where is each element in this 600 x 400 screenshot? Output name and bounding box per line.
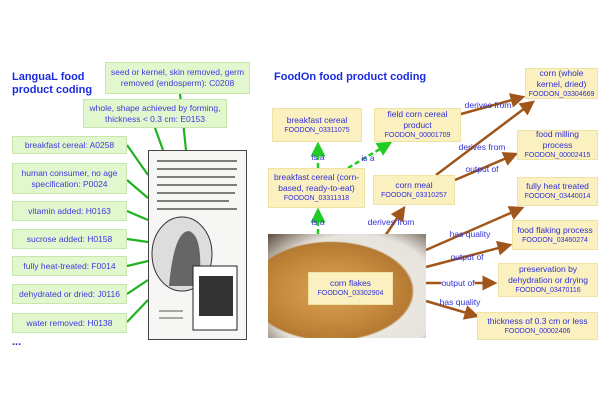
langual-title: LanguaL food product coding (12, 71, 93, 96)
connector-line (126, 259, 149, 268)
derives-from-arrow (383, 205, 406, 237)
edge-label-is-a: is a (311, 152, 325, 162)
node-label: preservation by dehydration or drying (508, 264, 588, 285)
node-food-flaking-process: food flaking process FOODON_03460274 (512, 220, 598, 250)
node-code: FOODON_03311075 (284, 126, 350, 134)
node-code: FOODON_03440014 (524, 193, 591, 200)
facet-dehydrated: dehydrated or dried: J0116 (12, 284, 127, 304)
node-code: FOODON_03302904 (317, 290, 384, 297)
node-label: corn flakes (329, 278, 372, 288)
has-quality-arrow (425, 299, 480, 320)
node-code: FOODON_03470116 (515, 287, 581, 294)
node-label: field corn cereal product (387, 109, 448, 130)
node-code: FOODON_00001709 (384, 132, 451, 139)
kelloggs-advertisement-image (148, 150, 247, 340)
edge-label-derives-from: derives from (458, 142, 506, 152)
node-code: FOODON_03460274 (522, 236, 588, 244)
edge-label-is-a: is a (361, 153, 375, 163)
facet-human-consumer: human consumer, no age specification: P0… (12, 163, 127, 194)
output-of-arrow (425, 240, 513, 269)
node-field-corn-cereal-product: field corn cereal product FOODON_0000170… (374, 108, 461, 142)
node-corn-meal: corn meal FOODON_03310257 (373, 175, 455, 205)
node-food-milling-process: food milling process FOODON_00002415 (517, 129, 598, 160)
node-corn-flakes: corn flakes FOODON_03302904 (308, 272, 393, 305)
connector-line (126, 279, 149, 295)
facet-breakfast-cereal: breakfast cereal: A0258 (12, 136, 127, 154)
has-quality-arrow (425, 206, 525, 252)
node-label: corn meal (395, 179, 433, 190)
facet-vitamin-added: vitamin added: H0163 (12, 201, 127, 221)
node-code: FOODON_00002415 (524, 152, 591, 159)
node-label: food flaking process (517, 224, 593, 235)
node-code: FOODON_00002406 (504, 327, 571, 335)
edge-label-is-a: is a (311, 217, 325, 227)
connector-line (126, 209, 149, 222)
connector-line (126, 144, 149, 176)
connector-line (126, 299, 149, 323)
node-breakfast-cereal: breakfast cereal FOODON_03311075 (272, 108, 362, 142)
node-code: FOODON_03311318 (283, 195, 350, 202)
facet-shape: whole, shape achieved by forming, thickn… (83, 99, 227, 128)
foodon-title: FoodOn food product coding (274, 71, 427, 83)
node-fully-heat-treated: fully heat treated FOODON_03440014 (517, 177, 598, 206)
facet-fully-heat-treated: fully heat-treated: F0014 (12, 256, 127, 276)
node-label: corn (whole kernel, dried) (536, 67, 587, 89)
derives-from-arrow (460, 93, 526, 116)
facet-water-removed: water removed: H0138 (12, 313, 127, 333)
node-code: FOODON_03310257 (381, 191, 447, 199)
node-label: breakfast cereal (286, 114, 348, 125)
advertisement-illustration (151, 160, 238, 331)
edge-label-output-of: output of (465, 164, 499, 174)
node-label: fully heat treated (526, 181, 589, 191)
node-preservation-dehydration: preservation by dehydration or drying FO… (498, 263, 598, 297)
connector-line (126, 179, 149, 199)
node-label: thickness of 0.3 cm or less (487, 315, 588, 326)
facet-sucrose-added: sucrose added: H0158 (12, 229, 127, 249)
node-corn-whole-kernel: corn (whole kernel, dried) FOODON_033046… (525, 68, 598, 99)
edge-label-derives-from: derives from (367, 217, 415, 227)
connector-line (126, 237, 149, 244)
connector-line (153, 127, 165, 151)
edge-label-has-quality: has quality (439, 297, 481, 307)
node-label: food milling process (536, 129, 579, 150)
is-a-arrow (347, 141, 393, 170)
edge-label-output-of: output of (441, 278, 475, 288)
node-label: breakfast cereal (corn-based, ready-to-e… (273, 172, 360, 193)
langual-connectors (126, 93, 188, 323)
more-ellipsis: ... (12, 336, 22, 348)
node-code: FOODON_03304669 (528, 90, 595, 98)
facet-seed-kernel: seed or kernel, skin removed, germ remov… (105, 62, 250, 94)
output-of-arrow (454, 152, 519, 182)
derives-from-arrow (435, 100, 535, 176)
edge-label-has-quality: has quality (449, 229, 491, 239)
edge-label-output-of: output of (450, 252, 484, 262)
node-breakfast-cereal-corn-based: breakfast cereal (corn-based, ready-to-e… (268, 168, 365, 208)
edge-label-derives-from: derives from (464, 100, 512, 110)
node-thickness: thickness of 0.3 cm or less FOODON_00002… (477, 312, 598, 340)
